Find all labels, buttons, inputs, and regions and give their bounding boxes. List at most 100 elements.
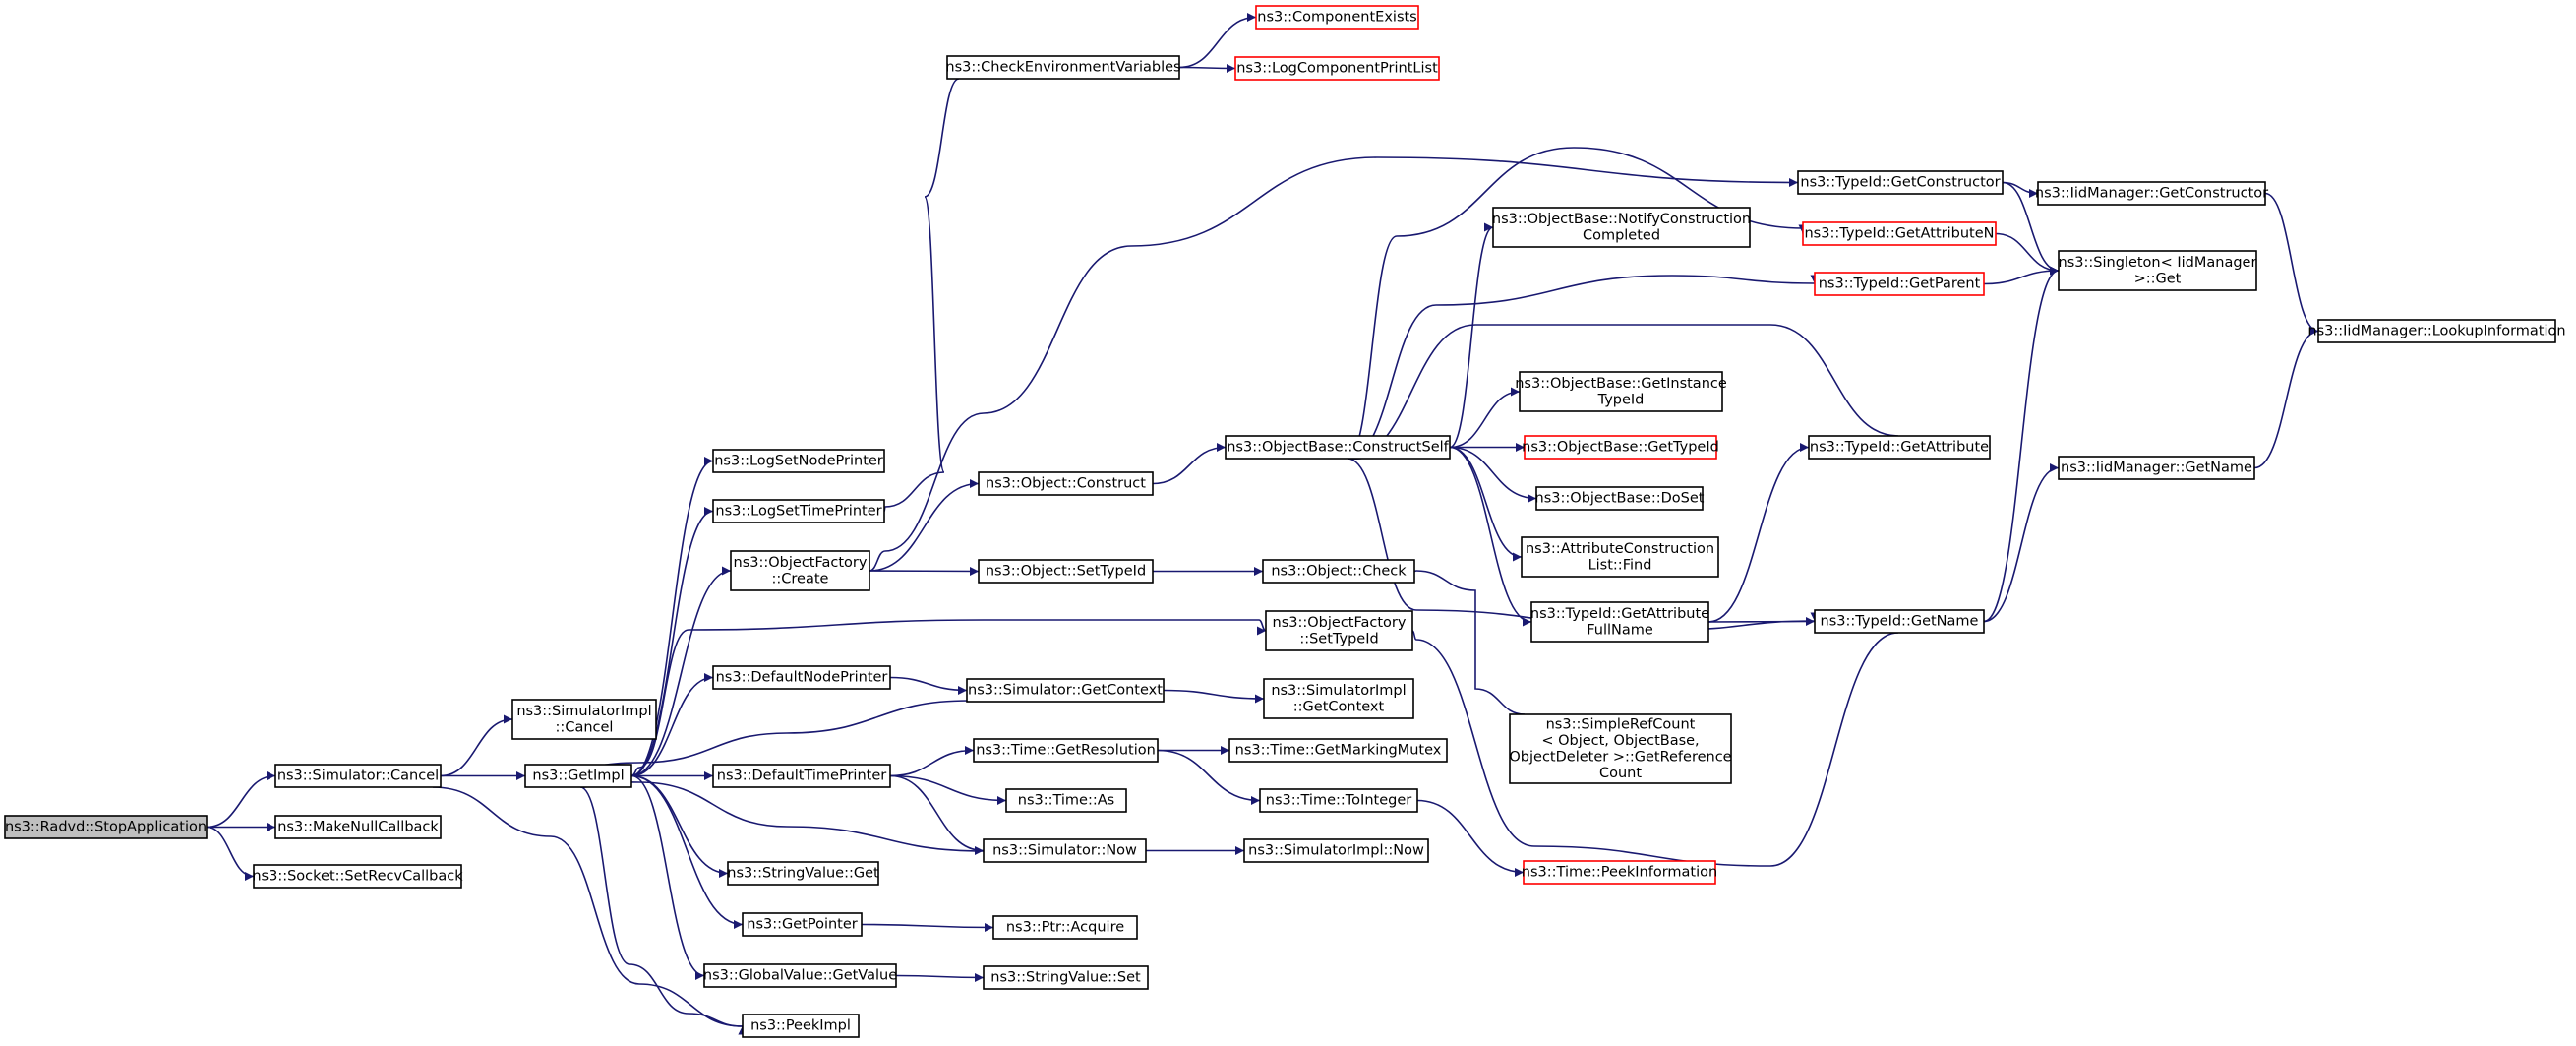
node-typeid-getparent[interactable]: ns3::TypeId::GetParent: [1814, 272, 1985, 296]
node-simimpl-now[interactable]: ns3::SimulatorImpl::Now: [1243, 838, 1429, 863]
node-label: ns3::GetPointer: [747, 917, 858, 933]
call-edge-objbase_constructself-to-objbase_notify: [1449, 222, 1494, 449]
node-box: [1225, 435, 1451, 460]
node-logsetnodeprinter[interactable]: ns3::LogSetNodePrinter: [712, 449, 885, 473]
node-label: ns3::TypeId::GetAttributeN: [1804, 226, 1994, 242]
node-globalvalue-getvalue[interactable]: ns3::GlobalValue::GetValue: [703, 963, 897, 988]
node-getpointer[interactable]: ns3::GetPointer: [742, 912, 863, 937]
node-box: [1797, 170, 2004, 195]
node-label: ns3::Simulator::GetContext: [968, 683, 1163, 699]
node-label: ns3::ObjectFactory: [1273, 615, 1407, 631]
node-socket-setrecv[interactable]: ns3::Socket::SetRecvCallback: [252, 864, 463, 889]
node-label: ns3::LogSetTimePrinter: [715, 504, 881, 520]
node-box: [274, 815, 442, 839]
node-objbase-doset[interactable]: ns3::ObjectBase::DoSet: [1535, 486, 1705, 511]
node-peekimpl[interactable]: ns3::PeekImpl: [742, 1014, 860, 1038]
node-singleton-get[interactable]: ns3::Singleton< IidManager>::Get: [2058, 250, 2257, 291]
node-objfactory-create[interactable]: ns3::ObjectFactory::Create: [730, 550, 870, 591]
call-edge-defaulttimeprinter-to-time_as: [889, 774, 1007, 805]
node-time-as[interactable]: ns3::Time::As: [1005, 788, 1127, 813]
node-label: ns3::Object::SetTypeId: [986, 564, 1146, 580]
call-edge-defaultnodeprinter-to-sim_getcontext: [889, 676, 968, 695]
node-radvd-stop[interactable]: ns3::Radvd::StopApplication: [4, 815, 208, 839]
call-edge-typeid_getattributen-to-singleton_get: [1995, 232, 2060, 276]
node-logcomponentprintlist[interactable]: ns3::LogComponentPrintList: [1234, 56, 1440, 81]
node-logsettimeprinter[interactable]: ns3::LogSetTimePrinter: [712, 499, 885, 523]
node-typeid-getname[interactable]: ns3::TypeId::GetName: [1814, 609, 1985, 634]
node-typeid-getattributen[interactable]: ns3::TypeId::GetAttributeN: [1802, 221, 1997, 246]
edge-path: [1157, 749, 1261, 805]
node-box: [1814, 272, 1985, 296]
edge-path: [1449, 222, 1494, 449]
edge-path: [869, 566, 980, 576]
node-iidmanager-getconstructor[interactable]: ns3::IidManager::GetConstructor: [2035, 181, 2268, 206]
call-edge-objfactory_create-to-object_construct: [869, 479, 980, 572]
node-box: [524, 764, 632, 788]
node-label: ns3::IidManager::GetConstructor: [2035, 186, 2268, 202]
call-edge-globalvalue_getvalue-to-stringvalue_set: [895, 972, 985, 982]
call-edge-sim_getcontext-to-simimpl_getcontext: [1163, 689, 1265, 704]
edge-path: [2253, 327, 2319, 469]
node-objfactory-settypeid[interactable]: ns3::ObjectFactory::SetTypeId: [1265, 610, 1413, 651]
node-objbase-constructself[interactable]: ns3::ObjectBase::ConstructSelf: [1225, 435, 1451, 460]
edge-path: [1983, 266, 2060, 623]
node-checkenv[interactable]: ns3::CheckEnvironmentVariables: [945, 55, 1181, 80]
node-defaulttimeprinter[interactable]: ns3::DefaultTimePrinter: [712, 764, 891, 788]
node-getimpl[interactable]: ns3::GetImpl: [524, 764, 632, 788]
node-iidmanager-getname[interactable]: ns3::IidManager::GetName: [2058, 456, 2255, 480]
node-box: [983, 965, 1149, 990]
node-object-check[interactable]: ns3::Object::Check: [1262, 559, 1415, 584]
node-iidmanager-lookupinformation[interactable]: ns3::IidManager::LookupInformation: [2307, 319, 2566, 343]
node-stringvalue-set[interactable]: ns3::StringValue::Set: [983, 965, 1149, 990]
node-label: < Object, ObjectBase,: [1541, 733, 1699, 749]
node-stringvalue-get[interactable]: ns3::StringValue::Get: [727, 861, 879, 886]
edge-path: [440, 714, 513, 777]
node-time-getmarkingmutex[interactable]: ns3::Time::GetMarkingMutex: [1228, 738, 1448, 763]
call-edge-defaulttimeprinter-to-time_getresolution: [889, 746, 975, 777]
call-edge-getimpl-to-defaultnodeprinter: [630, 673, 714, 777]
node-label: ns3::Radvd::StopApplication: [5, 820, 207, 835]
edge-path: [1995, 232, 2060, 276]
node-object-construct[interactable]: ns3::Object::Construct: [978, 471, 1154, 496]
node-simplerefcount[interactable]: ns3::SimpleRefCount< Object, ObjectBase,…: [1509, 713, 1732, 784]
node-time-peekinformation[interactable]: ns3::Time::PeekInformation: [1522, 860, 1717, 885]
node-time-getresolution[interactable]: ns3::Time::GetResolution: [973, 738, 1159, 763]
node-time-tointeger[interactable]: ns3::Time::ToInteger: [1259, 788, 1418, 813]
node-sim-cancel[interactable]: ns3::Simulator::Cancel: [274, 764, 442, 788]
call-edge-getimpl-to-globalvalue_getvalue: [630, 774, 705, 980]
node-sim-getcontext[interactable]: ns3::Simulator::GetContext: [966, 678, 1165, 703]
call-edge-objbase_constructself-to-typeid_getparent: [1347, 275, 1820, 460]
node-componentexists[interactable]: ns3::ComponentExists: [1255, 5, 1419, 30]
node-box: [1535, 486, 1704, 511]
call-edge-objbase_constructself-to-objbase_doset: [1449, 446, 1537, 503]
node-box: [1524, 435, 1717, 460]
node-label: Completed: [1583, 227, 1660, 243]
node-label: ns3::ObjectBase::GetInstance: [1515, 376, 1727, 392]
node-box: [1262, 559, 1415, 584]
node-objbase-gettypeid[interactable]: ns3::ObjectBase::GetTypeId: [1522, 435, 1719, 460]
edge-path: [630, 673, 714, 777]
node-defaultnodeprinter[interactable]: ns3::DefaultNodePrinter: [712, 665, 891, 690]
node-simimpl-cancel[interactable]: ns3::SimulatorImpl::Cancel: [511, 699, 657, 740]
node-typeid-getattribute[interactable]: ns3::TypeId::GetAttribute: [1808, 435, 1991, 460]
node-label: ns3::Ptr::Acquire: [1006, 920, 1124, 936]
node-sim-now[interactable]: ns3::Simulator::Now: [983, 838, 1147, 863]
call-edge-time_getresolution-to-time_tointeger: [1157, 749, 1261, 805]
node-typeid-getconstructor[interactable]: ns3::TypeId::GetConstructor: [1797, 170, 2004, 195]
node-objbase-notify[interactable]: ns3::ObjectBase::NotifyConstructionCompl…: [1492, 207, 1751, 248]
node-simimpl-getcontext[interactable]: ns3::SimulatorImpl::GetContext: [1263, 678, 1414, 719]
node-ptr-acquire[interactable]: ns3::Ptr::Acquire: [992, 915, 1138, 940]
call-edge-getimpl-to-objfactory_create: [630, 566, 732, 777]
edge-path: [630, 774, 729, 878]
node-label: ns3::TypeId::GetConstructor: [1800, 175, 2000, 191]
node-label: ns3::SimpleRefCount: [1546, 716, 1696, 732]
call-edge-getimpl-to-stringvalue_get: [630, 774, 729, 878]
node-label: ns3::Singleton< IidManager: [2059, 255, 2257, 271]
node-object-settypeid[interactable]: ns3::Object::SetTypeId: [978, 559, 1154, 584]
edge-path: [869, 479, 980, 572]
node-make-null-cb[interactable]: ns3::MakeNullCallback: [274, 815, 442, 839]
node-label: ::Create: [772, 571, 829, 586]
